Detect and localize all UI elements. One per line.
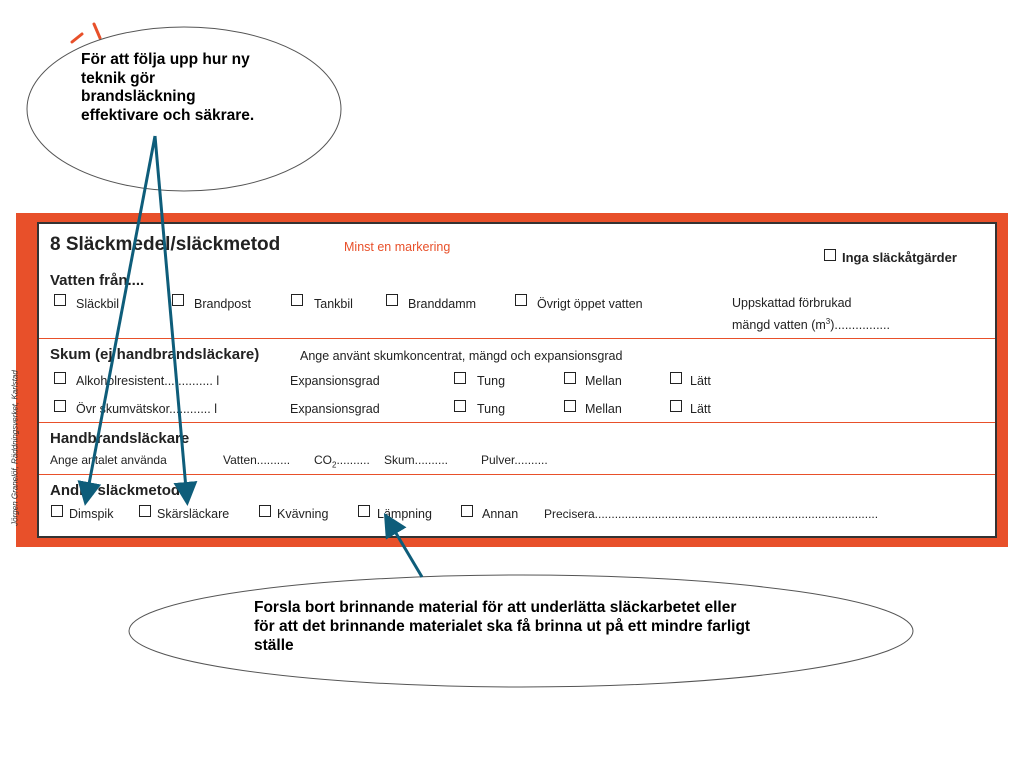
callout-top-line: teknik gör — [81, 69, 156, 87]
checkbox-annan[interactable] — [461, 505, 473, 517]
hand-heading: Handbrandsläckare — [50, 430, 190, 447]
callout-bottom-line: för att det brinnande materialet ska få … — [254, 618, 751, 635]
option-skarslackare: Skärsläckare — [157, 507, 230, 521]
form-subtitle: Minst en markering — [344, 240, 451, 254]
foam-heading: Skum (ej handbrandsläckare) — [50, 346, 260, 363]
water-estimate-sup: 3 — [825, 317, 831, 326]
checkbox-dimspik[interactable] — [51, 505, 63, 517]
callout-top-line: brandsläckning — [81, 88, 196, 105]
grade-mellan: Mellan — [585, 374, 622, 388]
checkbox-tung[interactable] — [454, 372, 466, 384]
divider — [39, 474, 995, 475]
grade-mellan: Mellan — [585, 402, 622, 416]
option-ovrigt-vatten: Övrigt öppet vatten — [537, 297, 643, 311]
co2-dots: .......... — [336, 453, 370, 467]
grade-latt: Lätt — [690, 402, 711, 416]
water-estimate-field[interactable]: mängd vatten (m3)................ — [732, 317, 890, 332]
callout-bottom-line: ställe — [254, 637, 294, 654]
option-dimspik: Dimspik — [69, 507, 114, 521]
other-heading: Andra släckmetoder — [50, 482, 195, 499]
grade-latt: Lätt — [690, 374, 711, 388]
form-section-8: 8 Släckmedel/släckmetod Minst en markeri… — [37, 222, 997, 538]
hand-water-field[interactable]: Vatten.......... — [223, 453, 291, 467]
specify-field[interactable]: Precisera...............................… — [544, 507, 879, 521]
co2-base: CO — [314, 453, 332, 467]
red-pen-mark — [70, 22, 102, 44]
option-annan: Annan — [482, 507, 519, 521]
foam-ovr-skumvatskor: Övr skumvätskor............ l — [76, 402, 217, 416]
no-action-label: Inga släckåtgärder — [842, 250, 957, 265]
callout-bottom-text: Forsla bort brinnande material för att u… — [254, 598, 814, 655]
checkbox-brandpost[interactable] — [172, 294, 184, 306]
checkbox-kvavning[interactable] — [259, 505, 271, 517]
checkbox-tankbil[interactable] — [291, 294, 303, 306]
option-lampning: Lämpning — [377, 507, 432, 521]
checkbox-lampning[interactable] — [358, 505, 370, 517]
callout-bottom — [128, 574, 914, 688]
foam-note: Ange använt skumkoncentrat, mängd och ex… — [300, 349, 623, 363]
checkbox-ovrigt-vatten[interactable] — [515, 294, 527, 306]
grade-tung: Tung — [477, 402, 506, 416]
checkbox-tung[interactable] — [454, 400, 466, 412]
hand-powder-field[interactable]: Pulver.......... — [481, 453, 548, 467]
form-title: 8 Släckmedel/släckmetod — [50, 234, 281, 255]
checkbox-alkoholresistent[interactable] — [54, 372, 66, 384]
grade-tung: Tung — [477, 374, 506, 388]
side-credit-text: Jörgen Granelöf, Räddningsverket, Karlst… — [10, 370, 20, 526]
water-estimate-label: Uppskattad förbrukad — [732, 296, 852, 310]
checkbox-no-action[interactable] — [824, 249, 836, 261]
checkbox-slackbil[interactable] — [54, 294, 66, 306]
checkbox-skarslackare[interactable] — [139, 505, 151, 517]
option-tankbil: Tankbil — [314, 297, 353, 311]
foam-alkoholresistent: Alkoholresistent.............. l — [76, 374, 220, 388]
option-slackbil: Släckbil — [76, 297, 120, 311]
callout-bottom-line: Forsla bort brinnande material för att u… — [254, 599, 737, 616]
callout-bottom-oval — [128, 574, 914, 688]
water-estimate-end: )................ — [830, 318, 890, 333]
divider — [39, 422, 995, 423]
checkbox-ovr-skumvatskor[interactable] — [54, 400, 66, 412]
co2-sub: 2 — [332, 460, 337, 470]
water-estimate-text: mängd vatten (m — [732, 318, 826, 333]
callout-top-line: effektivare och säkrare. — [81, 106, 255, 124]
checkbox-latt[interactable] — [670, 372, 682, 384]
divider — [39, 338, 995, 339]
option-brandpost: Brandpost — [194, 297, 251, 311]
option-branddamm: Branddamm — [408, 297, 477, 311]
hand-foam-field[interactable]: Skum.......... — [384, 453, 449, 467]
checkbox-mellan[interactable] — [564, 372, 576, 384]
checkbox-mellan[interactable] — [564, 400, 576, 412]
foam-expansion-label: Expansionsgrad — [290, 402, 380, 416]
callout-top-text: För att följa upp hur ny teknik gör bran… — [81, 51, 291, 125]
checkbox-branddamm[interactable] — [386, 294, 398, 306]
callout-top-line: För att följa upp hur ny — [81, 51, 250, 68]
water-heading: Vatten från.... — [50, 272, 145, 289]
checkbox-latt[interactable] — [670, 400, 682, 412]
hand-co2-field[interactable]: CO2.......... — [314, 453, 370, 469]
side-credit: Jörgen Granelöf, Räddningsverket, Karlst… — [7, 356, 23, 540]
foam-expansion-label: Expansionsgrad — [290, 374, 380, 388]
hand-prefix: Ange antalet använda — [50, 453, 167, 467]
option-kvavning: Kvävning — [277, 507, 329, 521]
